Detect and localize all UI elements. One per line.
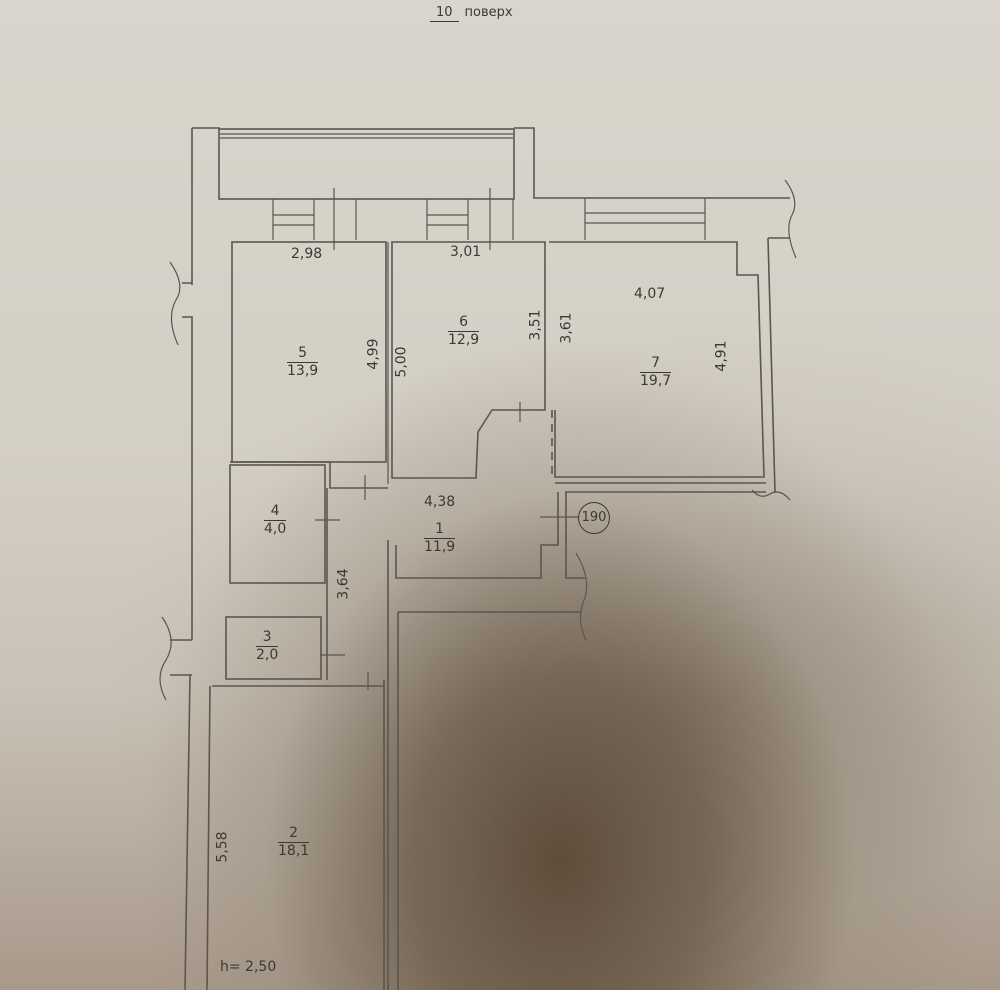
room-2-label: 2 18,1 <box>278 825 310 859</box>
window-room6 <box>426 188 514 250</box>
wall-break-icon <box>169 261 181 346</box>
ceiling-height: h= 2,50 <box>220 959 277 975</box>
dim-room7-width: 4,07 <box>634 286 666 302</box>
dim-room7-length-left: 3,61 <box>558 312 575 344</box>
room-3-label: 3 2,0 <box>256 629 279 663</box>
room-7-label: 7 19,7 <box>640 355 672 389</box>
room-7-outline <box>549 241 765 478</box>
wall-break-icon <box>159 616 172 701</box>
floor-number: 10 <box>430 5 459 22</box>
dim-room6-length-right: 3,51 <box>527 309 544 341</box>
dim-hall-width: 4,38 <box>424 494 456 510</box>
room-6-outline <box>391 241 546 479</box>
room-4-label: 4 4,0 <box>264 503 287 537</box>
room-1-label: 1 11,9 <box>424 521 456 555</box>
dim-room5-length: 4,99 <box>365 338 382 370</box>
room-5-label: 5 13,9 <box>287 345 319 379</box>
balcony <box>218 128 515 200</box>
floor-label: поверх <box>464 5 513 20</box>
wall-break-icon <box>784 179 797 259</box>
room-4-outline <box>229 464 326 584</box>
dim-room6-width: 3,01 <box>450 244 482 260</box>
wall-break-icon <box>575 552 588 641</box>
floor-title: 10 поверх <box>430 5 513 22</box>
room-6-label: 6 12,9 <box>448 314 480 348</box>
window-room7 <box>584 198 706 240</box>
room-3-outline <box>225 616 322 680</box>
dim-room6-length-left: 5,00 <box>393 346 410 378</box>
outer-wall-left <box>170 282 193 990</box>
room-2-outline <box>206 685 384 990</box>
dim-room5-width: 2,98 <box>291 246 323 262</box>
axis-marker-badge: 190 <box>578 502 610 534</box>
dim-hall-length: 3,64 <box>335 568 352 600</box>
window-room5 <box>272 188 357 250</box>
dim-room7-length-right: 4,91 <box>713 340 730 372</box>
dim-room2-length: 5,58 <box>214 831 231 863</box>
